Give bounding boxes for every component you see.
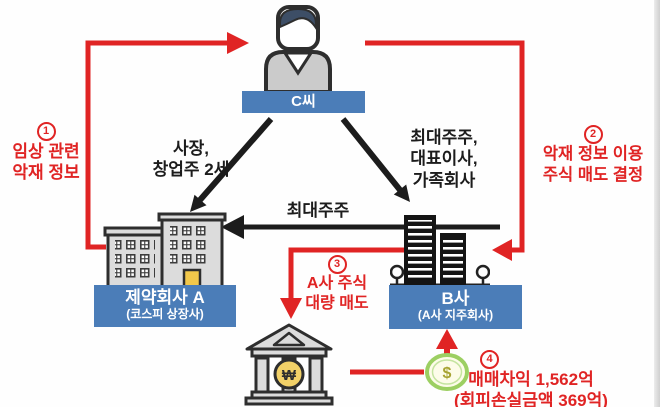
company-a-title: 제약회사 A bbox=[125, 288, 205, 307]
company-a-banner: 제약회사 A (코스피 상장사) bbox=[94, 285, 236, 327]
step3-red-arrow bbox=[280, 247, 430, 319]
step1-number: 1 bbox=[36, 122, 56, 141]
bank-coin-symbol: ₩ bbox=[282, 367, 297, 384]
step4-line2: (회피손실금액 369억) bbox=[454, 391, 608, 407]
step1-line1: 임상 관련 bbox=[12, 142, 80, 161]
step1-line2: 악재 정보 bbox=[12, 163, 80, 183]
step3-line2: 대량 매도 bbox=[305, 295, 369, 313]
step3-line1: A사 주식 bbox=[306, 275, 368, 292]
company-b-banner: B사 (A사 지주회사) bbox=[389, 285, 522, 329]
step2-line1: 악재 정보 이용 bbox=[542, 145, 644, 163]
bank-icon: ₩ bbox=[244, 323, 334, 406]
profit-coin-symbol: $ bbox=[443, 365, 452, 382]
person-banner: C씨 bbox=[242, 91, 365, 113]
step2-red-arrow bbox=[365, 40, 525, 261]
person-to-b-arrow bbox=[340, 117, 410, 202]
company-b-title: B사 bbox=[441, 289, 470, 308]
right-edge-artifact bbox=[654, 0, 660, 407]
person-icon bbox=[264, 5, 332, 94]
person-to-b-line3: 가족회사 bbox=[412, 170, 476, 190]
step2-line2: 주식 매도 결정 bbox=[542, 165, 644, 184]
person-to-b-line1: 최대주주, bbox=[410, 128, 478, 147]
company-a-subtitle: (코스피 상장사) bbox=[126, 307, 204, 321]
step2-label: 2 악재 정보 이용 주식 매도 결정 bbox=[528, 122, 658, 186]
person-to-a-label: 사장, 창업주 2세 bbox=[128, 138, 254, 181]
b-to-a-arrow bbox=[221, 215, 500, 239]
person-to-a-line1: 사장, bbox=[172, 139, 209, 158]
b-to-a-label: 최대주주 bbox=[286, 201, 350, 220]
step3-label: 3 A사 주식 대량 매도 bbox=[294, 253, 380, 314]
person-to-b-line2: 대표이사, bbox=[410, 149, 478, 169]
step3-number: 3 bbox=[327, 255, 347, 274]
step4-number: 4 bbox=[480, 350, 499, 369]
company-b-building-icon bbox=[390, 215, 490, 287]
person-to-a-line2: 창업주 2세 bbox=[152, 160, 230, 180]
step4-label: 4 매매차익 1,562억 (회피손실금액 369억) bbox=[424, 349, 638, 407]
person-to-a-arrow bbox=[190, 117, 274, 212]
company-b-subtitle: (A사 지주회사) bbox=[417, 308, 494, 322]
step1-label: 1 임상 관련 악재 정보 bbox=[4, 118, 88, 184]
company-a-building-icon bbox=[100, 212, 236, 290]
person-label: C씨 bbox=[291, 93, 316, 110]
step1-red-arrow bbox=[85, 32, 249, 250]
profit-coin-icon: $ bbox=[425, 353, 469, 391]
step2-number: 2 bbox=[583, 125, 603, 144]
person-to-b-label: 최대주주, 대표이사, 가족회사 bbox=[398, 127, 490, 191]
step4-line1: 매매차익 1,562억 bbox=[468, 370, 594, 389]
